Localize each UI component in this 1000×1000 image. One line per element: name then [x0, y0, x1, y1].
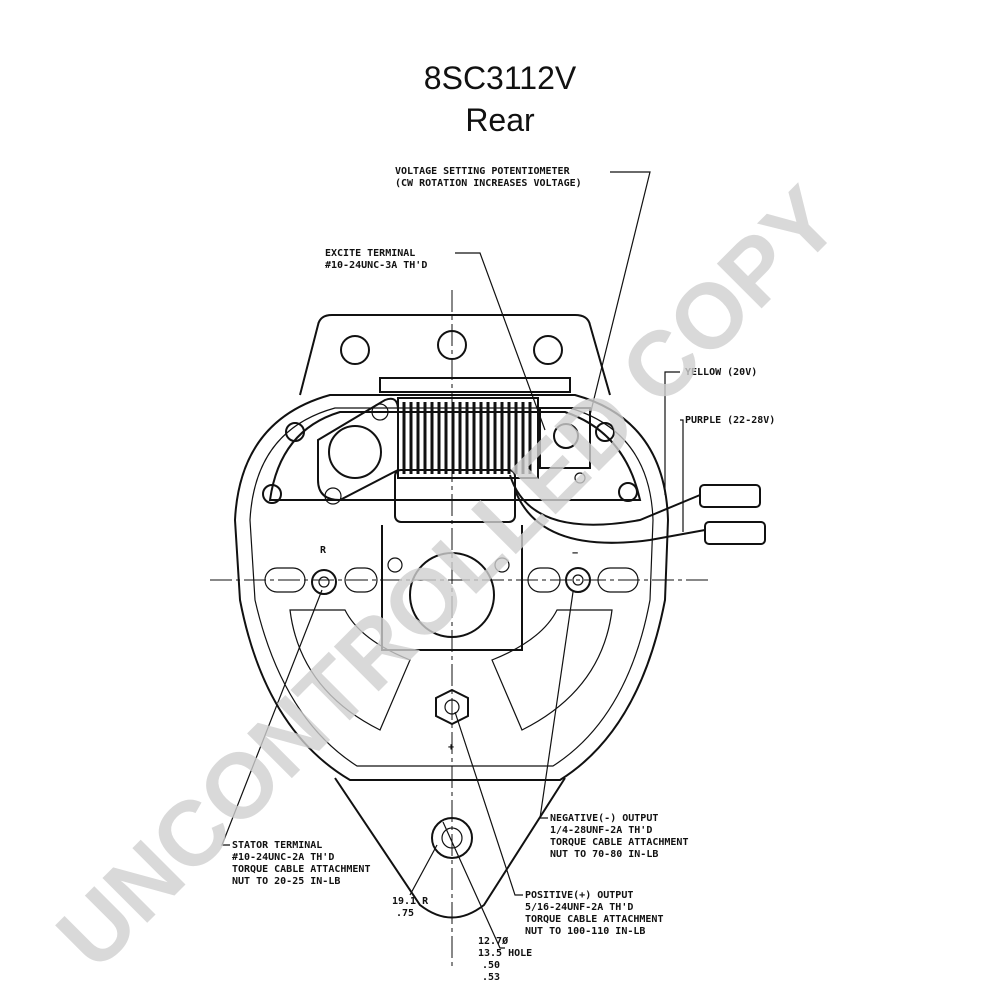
cover-screw-right [494, 557, 510, 573]
fin-group [402, 402, 532, 474]
leader-excite [455, 252, 546, 431]
leader-radius [409, 844, 438, 896]
positive-terminal-nut [435, 688, 469, 726]
regulator-band [268, 411, 642, 501]
regulator-window [394, 469, 516, 523]
leader-negative [539, 591, 574, 819]
label-pos-mark: + [448, 742, 454, 753]
housing-inner-rim [249, 407, 654, 767]
positive-terminal-stud [444, 699, 460, 715]
label-purple: PURPLE (22-28V) [685, 415, 775, 426]
label-hole-2: 13.5 HOLE [478, 948, 532, 959]
excite-terminal-boss [328, 425, 382, 479]
purple-connector [704, 521, 766, 545]
label-excite-1: EXCITE TERMINAL [325, 248, 415, 259]
label-stator-4: NUT TO 20-25 IN-LB [232, 876, 340, 887]
label-r-mark: R [320, 545, 327, 556]
diagram-title: 8SC3112V [423, 60, 577, 96]
leader-stator [221, 589, 323, 846]
label-stator-2: #10-24UNC-2A TH'D [232, 852, 334, 863]
label-voltage-pot-2: (CW ROTATION INCREASES VOLTAGE) [395, 178, 582, 189]
negative-terminal [565, 567, 591, 593]
ear-hole-right [533, 335, 563, 365]
screw-lower-right [618, 482, 638, 502]
negative-terminal-stud [572, 574, 584, 586]
ear-hole-center [437, 330, 467, 360]
bottom-mounting-ear [334, 777, 566, 919]
label-excite-2: #10-24UNC-3A TH'D [325, 260, 427, 271]
label-yellow: YELLOW (20V) [685, 367, 757, 378]
vent-lower-left [289, 609, 411, 731]
bottom-mount-hole-inner [441, 827, 463, 849]
label-stator-1: STATOR TERMINAL [232, 840, 322, 851]
potentiometer-screw [574, 472, 586, 484]
leader-purple [680, 419, 684, 532]
label-radius-2: .75 [396, 908, 414, 919]
leader-voltage-pot [589, 171, 651, 416]
label-positive-2: 5/16-24UNF-2A TH'D [525, 902, 633, 913]
ear-hole-left [340, 335, 370, 365]
slot-right-inner [527, 567, 561, 593]
watermark-text: UNCONTROLLED COPY [38, 168, 858, 988]
stator-terminal-stud [318, 576, 330, 588]
label-negative-2: 1/4-28UNF-2A TH'D [550, 825, 652, 836]
plate-screw-top [371, 403, 389, 421]
housing-outer [233, 394, 670, 781]
slot-left-outer [264, 567, 306, 593]
potentiometer-body [539, 407, 591, 469]
yellow-connector [699, 484, 761, 508]
plate-screw-bottom [324, 487, 342, 505]
leader-yellow [664, 371, 680, 495]
top-mounting-ear [299, 314, 611, 396]
label-positive-4: NUT TO 100-110 IN-LB [525, 926, 645, 937]
slot-left-inner [344, 567, 378, 593]
label-hole-3: .50 [482, 960, 500, 971]
bottom-mount-hole [431, 817, 473, 859]
screw-lower-left [262, 484, 282, 504]
cover-screw-left [387, 557, 403, 573]
leader-hole [442, 821, 505, 949]
label-positive-1: POSITIVE(+) OUTPUT [525, 890, 633, 901]
label-hole-4: .53 [482, 972, 500, 983]
label-negative-3: TORQUE CABLE ATTACHMENT [550, 837, 688, 848]
label-hole-1: 12.7Ø [478, 935, 508, 947]
screw-upper-left [285, 422, 305, 442]
screw-upper-right [595, 422, 615, 442]
vent-lower-right [491, 609, 613, 731]
label-negative-1: NEGATIVE(-) OUTPUT [550, 813, 658, 824]
leader-positive [454, 711, 523, 896]
slot-right-outer [597, 567, 639, 593]
potentiometer-knob [553, 423, 579, 449]
center-cover [381, 525, 523, 651]
label-neg-mark: − [572, 548, 578, 559]
label-negative-4: NUT TO 70-80 IN-LB [550, 849, 658, 860]
label-voltage-pot-1: VOLTAGE SETTING POTENTIOMETER [395, 166, 571, 177]
top-rib [379, 377, 571, 393]
heat-sink-fins [397, 397, 539, 479]
label-positive-3: TORQUE CABLE ATTACHMENT [525, 914, 663, 925]
label-radius-1: 19.1 R [392, 896, 429, 907]
diagram-subtitle: Rear [465, 102, 535, 138]
yellow-wire [509, 474, 701, 526]
stator-terminal [311, 569, 337, 595]
label-stator-3: TORQUE CABLE ATTACHMENT [232, 864, 370, 875]
purple-wire [514, 489, 706, 544]
center-bearing-boss [409, 552, 495, 638]
